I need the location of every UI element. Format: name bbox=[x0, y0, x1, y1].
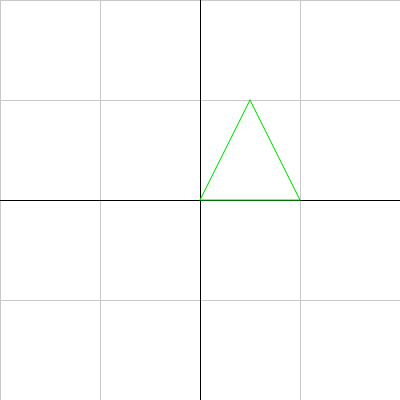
triangle-shape bbox=[199, 98, 301, 201]
shapes bbox=[199, 98, 301, 201]
